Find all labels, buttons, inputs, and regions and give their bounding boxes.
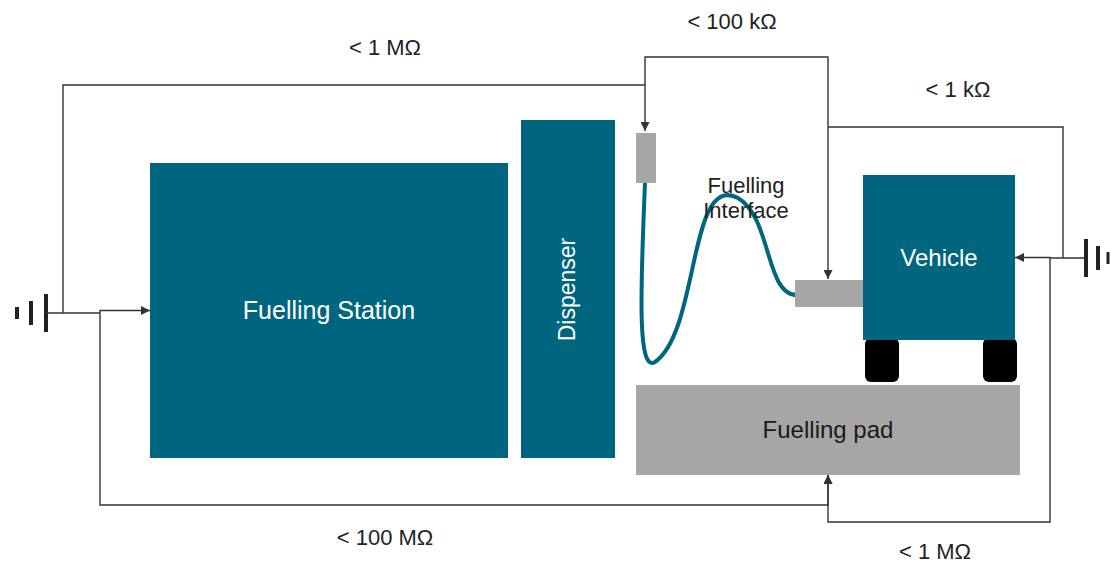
interface-label: Fuelling Interface bbox=[678, 173, 814, 224]
vehicle-box: Vehicle bbox=[863, 175, 1015, 340]
dispenser-nozzle bbox=[636, 133, 656, 183]
node-label: Fuelling Station bbox=[243, 296, 415, 325]
resistance-label: < 100 MΩ bbox=[334, 525, 437, 550]
ground-symbol bbox=[1086, 239, 1108, 277]
vehicle-receptacle bbox=[795, 280, 863, 307]
wheel bbox=[983, 338, 1017, 382]
node-label: Dispenser bbox=[555, 237, 582, 341]
node-label: Fuelling pad bbox=[763, 416, 894, 444]
wheel bbox=[865, 338, 899, 382]
pad-box: Fuelling pad bbox=[636, 385, 1020, 475]
node-label: Vehicle bbox=[900, 244, 977, 272]
resistance-label: < 1 kΩ bbox=[923, 77, 994, 102]
resistance-label: < 100 kΩ bbox=[684, 9, 779, 34]
resistance-label: < 1 MΩ bbox=[896, 539, 974, 564]
station-box: Fuelling Station bbox=[150, 163, 508, 458]
resistance-label: < 1 MΩ bbox=[346, 35, 424, 60]
dispenser-box: Dispenser bbox=[521, 120, 615, 458]
ground-symbol bbox=[17, 294, 46, 332]
